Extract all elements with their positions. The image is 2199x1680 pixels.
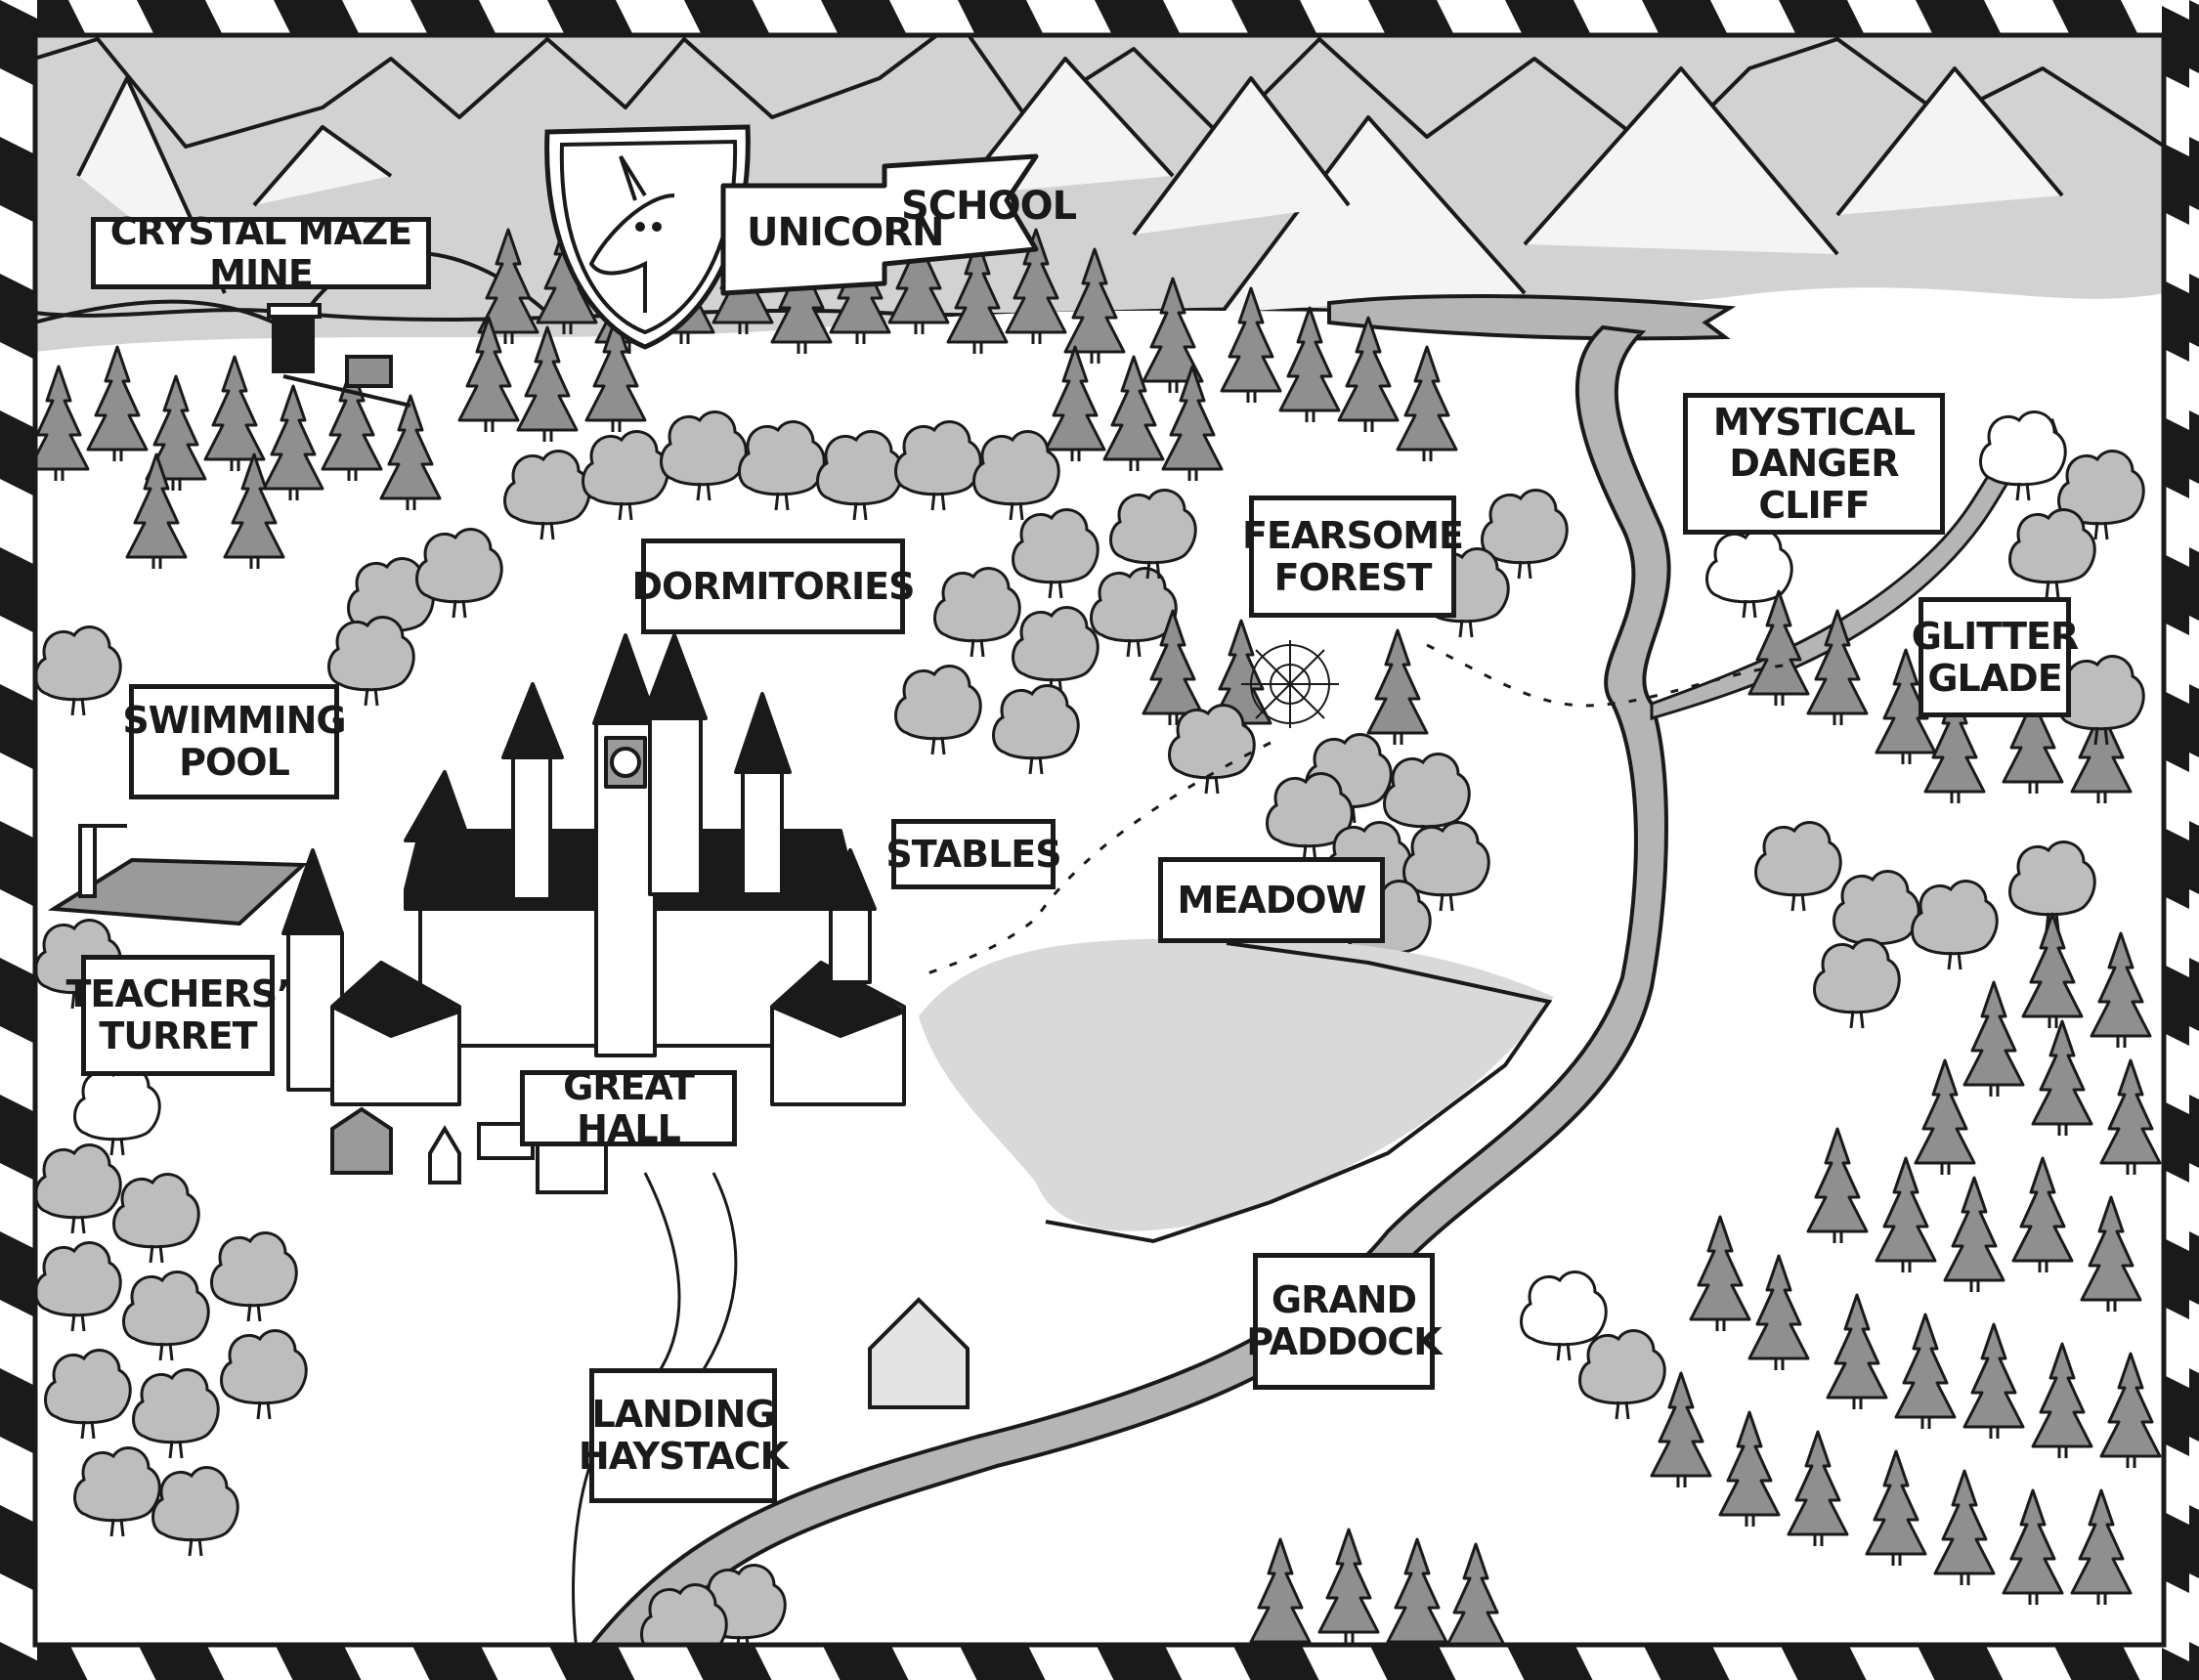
unicorn-school-crest	[544, 124, 1039, 350]
label-mystical-danger-cliff[interactable]: MYSTICAL DANGER CLIFF	[1683, 393, 1945, 535]
label-fearsome-forest[interactable]: FEARSOME FOREST	[1242, 495, 1464, 618]
spider-web	[1241, 640, 1339, 728]
crest-word-unicorn: UNICORN	[747, 210, 944, 255]
label-meadow[interactable]: MEADOW	[1158, 857, 1385, 943]
label-landing-haystack[interactable]: LANDING HAYSTACK	[579, 1368, 789, 1503]
label-glitter-glade[interactable]: GLITTER GLADE	[1912, 597, 2079, 717]
haystack	[868, 1297, 970, 1409]
label-great-hall[interactable]: GREAT HALL	[520, 1066, 737, 1149]
castle	[281, 633, 906, 1106]
label-dormitories[interactable]: DORMITORIES	[632, 538, 916, 634]
label-swimming-pool[interactable]: SWIMMING POOL	[122, 684, 347, 799]
trail-path-2	[682, 1172, 738, 1399]
mine-entrance	[267, 303, 411, 408]
label-grand-paddock[interactable]: GRAND PADDOCK	[1246, 1253, 1443, 1390]
meadow-fence	[1045, 941, 1553, 1244]
swimming-pool-illustration	[47, 824, 308, 926]
crest-word-school: SCHOOL	[901, 184, 1077, 229]
meadow-field	[919, 938, 1554, 1231]
label-stables[interactable]: STABLES	[885, 819, 1062, 889]
unicorn-head-icon	[588, 154, 675, 313]
label-teachers-turret[interactable]: TEACHERS’ TURRET	[66, 955, 291, 1076]
dotted-trail	[918, 741, 1272, 979]
lake	[1327, 294, 1737, 341]
label-crystal-maze-mine[interactable]: CRYSTAL MAZE MINE	[91, 211, 431, 294]
dotted-trail-glade	[1426, 643, 1789, 708]
crest-ribbon	[720, 153, 1039, 296]
